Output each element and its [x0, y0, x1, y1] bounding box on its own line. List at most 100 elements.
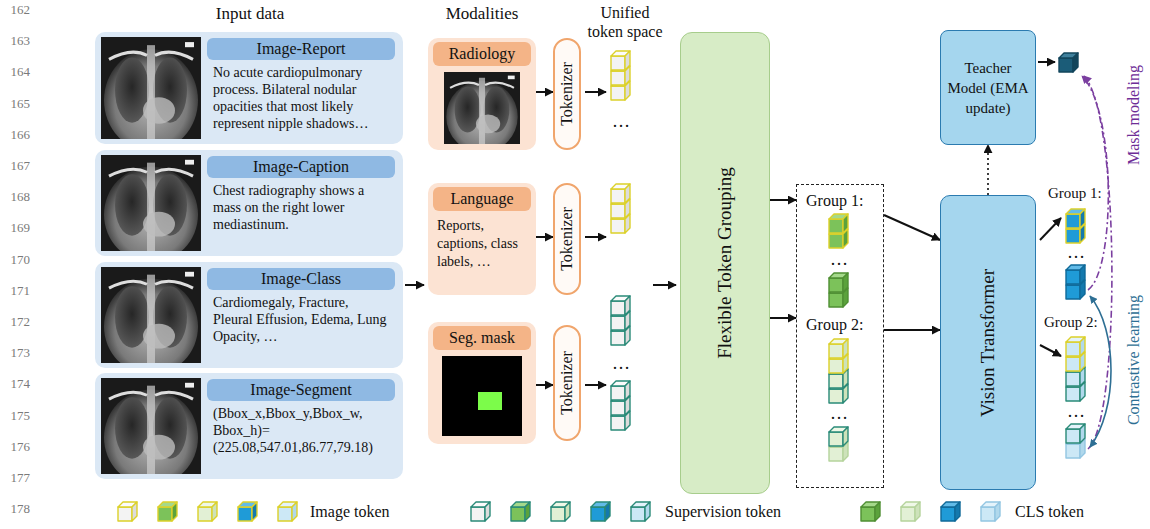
line-number-anchor: 173 [11, 345, 31, 361]
token-cube [611, 51, 630, 70]
legend-label: CLS token [1015, 502, 1084, 521]
box-label: Tokenizer [558, 351, 576, 415]
legend-sample [471, 502, 490, 521]
flow-arrow [770, 199, 796, 201]
line-number-anchor: 162 [11, 2, 31, 18]
line-number: 167 [11, 158, 31, 174]
modality-panel: LanguageReports, captions, class labels,… [428, 183, 536, 295]
line-number: 165 [11, 96, 31, 112]
flow-arrow [585, 236, 606, 238]
line-number-anchor: 175 [11, 408, 31, 424]
legend-entry: Image token [310, 502, 390, 521]
token-cube [829, 427, 848, 446]
ellipsis-anchor: … [830, 403, 848, 425]
box-label: Vision Transformer [977, 268, 999, 416]
panel-body: Chest radiography shows a mass on the ri… [207, 178, 395, 233]
line-number: 163 [11, 33, 31, 49]
radiograph [101, 378, 201, 486]
token-cube [611, 381, 630, 400]
panel-body: (Bbox_x,Bbox_y,Bbox_w, Bbox_h)=(225.08,5… [207, 401, 395, 456]
radiograph [101, 155, 201, 263]
mask-modeling-curve [1082, 76, 1112, 449]
line-number: 173 [11, 345, 31, 361]
group-label: Group 1: [806, 191, 883, 211]
mask-image [478, 392, 502, 410]
line-number-anchor: 164 [11, 65, 31, 81]
flow-arrow [770, 317, 796, 319]
line-number-anchor: 172 [11, 314, 31, 330]
ellipsis: … [830, 403, 848, 425]
panel-heading: Radiology [433, 42, 531, 66]
line-number-anchor: 163 [11, 33, 31, 49]
box-label: Tokenizer [558, 62, 576, 126]
column-heading-anchor: Modalities [446, 4, 519, 24]
flow-arrow [884, 329, 940, 331]
box-label: Teacher Model (EMA update) [944, 58, 1032, 118]
line-number-anchor: 177 [11, 470, 31, 486]
legend-sample [511, 502, 530, 521]
mask-image [442, 356, 522, 436]
line-number: 172 [11, 314, 31, 330]
panel-body: Cardiomegaly, Fracture, Pleural Effusion… [207, 290, 395, 345]
flow-arrow [536, 384, 553, 386]
legend-entry: Supervision token [665, 502, 781, 521]
token-cube [1066, 424, 1085, 443]
flow-arrow [585, 384, 606, 386]
panel-heading: Language [433, 187, 531, 211]
group-label: Group 2: [1044, 313, 1098, 331]
panel-body: Reports, captions, class labels, … [433, 211, 531, 271]
column-heading: Unified token space [581, 3, 669, 41]
mask-image [442, 356, 522, 436]
teacher-box: Teacher Model (EMA update) [940, 30, 1036, 145]
ellipsis: … [830, 249, 848, 271]
group-label-anchor: Group 1: [1048, 184, 1102, 202]
ellipsis-anchor: … [1067, 242, 1085, 264]
ema-link [987, 145, 989, 195]
legend-sample [981, 502, 1000, 521]
tokenizer-box: Tokenizer [553, 325, 581, 441]
token-cube [1059, 53, 1078, 72]
panel-heading: Image-Segment [207, 379, 395, 401]
token-cube [1066, 265, 1085, 284]
ellipsis: … [1067, 401, 1085, 423]
line-number: 178 [11, 501, 31, 517]
panel-heading: Image-Report [207, 38, 395, 60]
legend-sample [591, 502, 610, 521]
flow-arrow [536, 236, 553, 238]
line-number-anchor: 171 [11, 283, 31, 299]
loss-label: Mask modeling [1124, 65, 1143, 165]
ellipsis-anchor: … [830, 249, 848, 271]
ellipsis: … [612, 353, 630, 375]
flow-arrow [405, 62, 1061, 385]
line-number: 164 [11, 65, 31, 81]
legend-label: Image token [310, 502, 390, 521]
radiograph [101, 267, 201, 375]
grouping-box: Flexible Token Grouping [680, 32, 770, 494]
line-number-anchor: 169 [11, 221, 31, 237]
line-number: 175 [11, 408, 31, 424]
flow-arrow [653, 284, 676, 286]
line-number: 169 [11, 221, 31, 237]
legend-sample [631, 502, 650, 521]
token-cube [829, 273, 848, 292]
flow-arrow [1040, 218, 1061, 240]
line-number-anchor: 168 [11, 189, 31, 205]
legend-sample [901, 502, 920, 521]
ellipsis: … [612, 111, 630, 133]
loss-label-anchor: Mask modeling [1124, 65, 1143, 165]
flow-arrow [405, 284, 424, 286]
flow-arrow [536, 91, 553, 93]
flow-arrow [884, 215, 940, 240]
legend-sample [158, 502, 177, 521]
line-number: 166 [11, 127, 31, 143]
group-label: Group 1: [1048, 184, 1102, 202]
legend-sample [118, 502, 137, 521]
line-number: 170 [11, 252, 31, 268]
line-number: 171 [11, 283, 31, 299]
legend-sample [118, 502, 1000, 521]
mask-modeling-curve [1082, 76, 1108, 290]
legend-sample [551, 502, 570, 521]
group-label: Group 2: [806, 315, 883, 335]
token-cube [611, 296, 630, 315]
line-number: 176 [11, 439, 31, 455]
